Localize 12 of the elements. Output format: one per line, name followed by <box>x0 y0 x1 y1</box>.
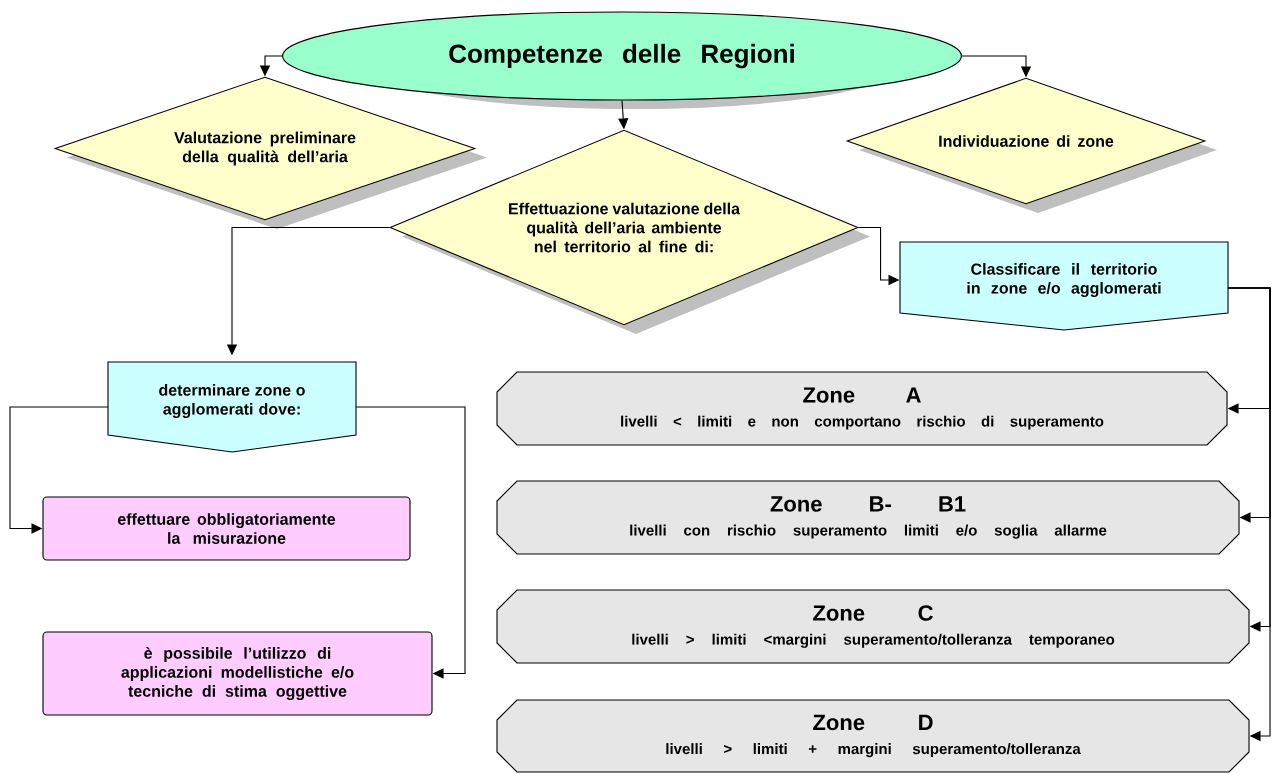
zone-box: Zone A livelli < limiti e non comportano rischio di superamento <box>496 371 1228 446</box>
process-box: determinare zone o agglomerati dove: <box>107 361 357 453</box>
arrow <box>355 406 466 679</box>
process-box: effettuare obbligatoriamente la misurazione <box>42 496 411 561</box>
process-box: è possibile l’utilizzo di applicazioni modellistiche e/o tecniche di stima oggettive <box>42 631 433 716</box>
zone-box: Zone C livelli > limiti <margini superamento/tolleranza temporaneo <box>496 589 1250 664</box>
arrow <box>9 406 109 534</box>
zone-box: Zone D livelli > limiti + margini superamento/tolleranza <box>496 699 1250 773</box>
oval-node: Competenze delle Regioni <box>282 11 962 109</box>
process-box: Classificare il territorio in zone e/o agglomerati <box>899 241 1229 331</box>
arrow <box>1227 287 1271 742</box>
zone-box: Zone B- B1 livelli con rischio superamento limiti e/o soglia allarme <box>496 480 1240 555</box>
